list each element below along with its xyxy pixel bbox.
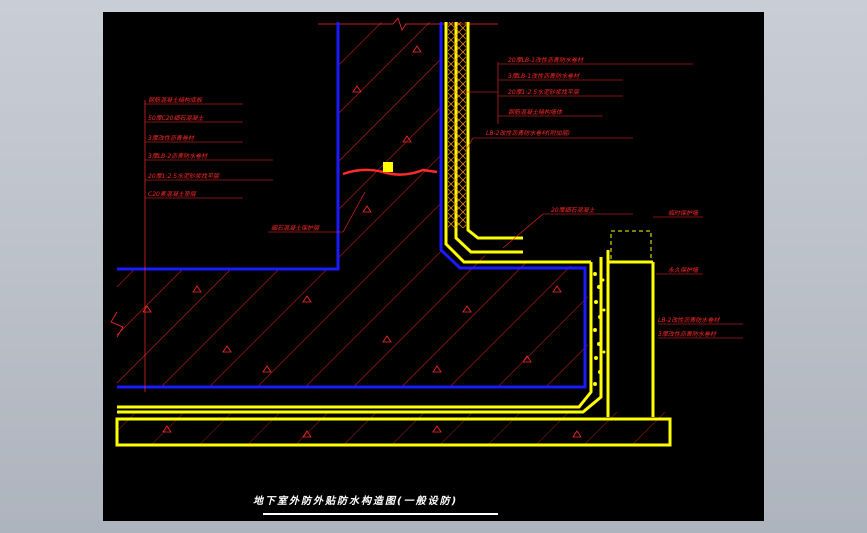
left-note-6: C20素混凝土垫层: [148, 190, 197, 198]
left-note-2: 50厚C20细石混凝土: [148, 114, 204, 122]
waterstop: [342, 168, 438, 176]
waterproof-membrane: [115, 22, 672, 447]
left-note-1: 钢筋混凝土结构底板: [148, 96, 203, 104]
structure-outline: [117, 22, 587, 389]
left-note-4: 3厚LB-2沥青防水卷材: [148, 152, 208, 160]
section-drawing: 钢筋混凝土结构底板 50厚C20细石混凝土 3厚改性沥青卷材 3厚LB-2沥青防…: [110, 17, 743, 515]
concrete-structure: [117, 22, 670, 444]
mid-note: LB-2改性沥青防水卷材(附加层): [486, 129, 570, 137]
mid-annotation: LB-2改性沥青防水卷材(附加层): [464, 129, 633, 153]
left-note-5: 20厚1:2.5水泥砂浆找平层: [148, 172, 220, 180]
cad-drawing-canvas[interactable]: 钢筋混凝土结构底板 50厚C20细石混凝土 3厚改性沥青卷材 3厚LB-2沥青防…: [103, 12, 764, 521]
right-note-4: 3厚改性沥青防水卷材: [658, 330, 717, 338]
upper-right-note-4: 钢筋混凝土结构墙体: [508, 108, 563, 116]
left-note-3: 3厚改性沥青卷材: [148, 134, 195, 142]
right-note-2: 永久保护墙: [668, 266, 699, 274]
upper-right-annotations: 20厚LB-1改性沥青防水卷材 3厚LB-1改性沥青防水卷材 20厚1:2.5水…: [459, 56, 693, 124]
inner-note: 20厚细石混凝土: [551, 206, 596, 214]
inner-annotation: 20厚细石混凝土: [502, 206, 633, 249]
right-note-1: 临时保护墙: [668, 209, 699, 217]
break-line: [110, 311, 124, 338]
insulation-board: [448, 22, 466, 228]
wall-note: 细石混凝土保护层: [271, 224, 320, 232]
temporary-protective-wall: [610, 230, 652, 262]
gravel-fill: [593, 272, 606, 386]
upper-right-note-2: 3厚LB-1改性沥青防水卷材: [508, 72, 580, 80]
drawing-title: 地下室外防外贴防水构造图(一般设防): [253, 495, 458, 507]
right-note-3: LB-2改性沥青防水卷材: [658, 316, 720, 324]
left-annotations: 钢筋混凝土结构底板 50厚C20细石混凝土 3厚改性沥青卷材 3厚LB-2沥青防…: [144, 96, 273, 392]
wall-annotation: 细石混凝土保护层: [268, 191, 366, 233]
waterstop-marker: [383, 162, 393, 172]
upper-right-note-1: 20厚LB-1改性沥青防水卷材: [508, 56, 584, 64]
right-annotations: 临时保护墙 永久保护墙 LB-2改性沥青防水卷材 3厚改性沥青防水卷材: [653, 209, 743, 339]
upper-right-note-3: 20厚1:2.5水泥砂浆找平层: [508, 88, 580, 96]
